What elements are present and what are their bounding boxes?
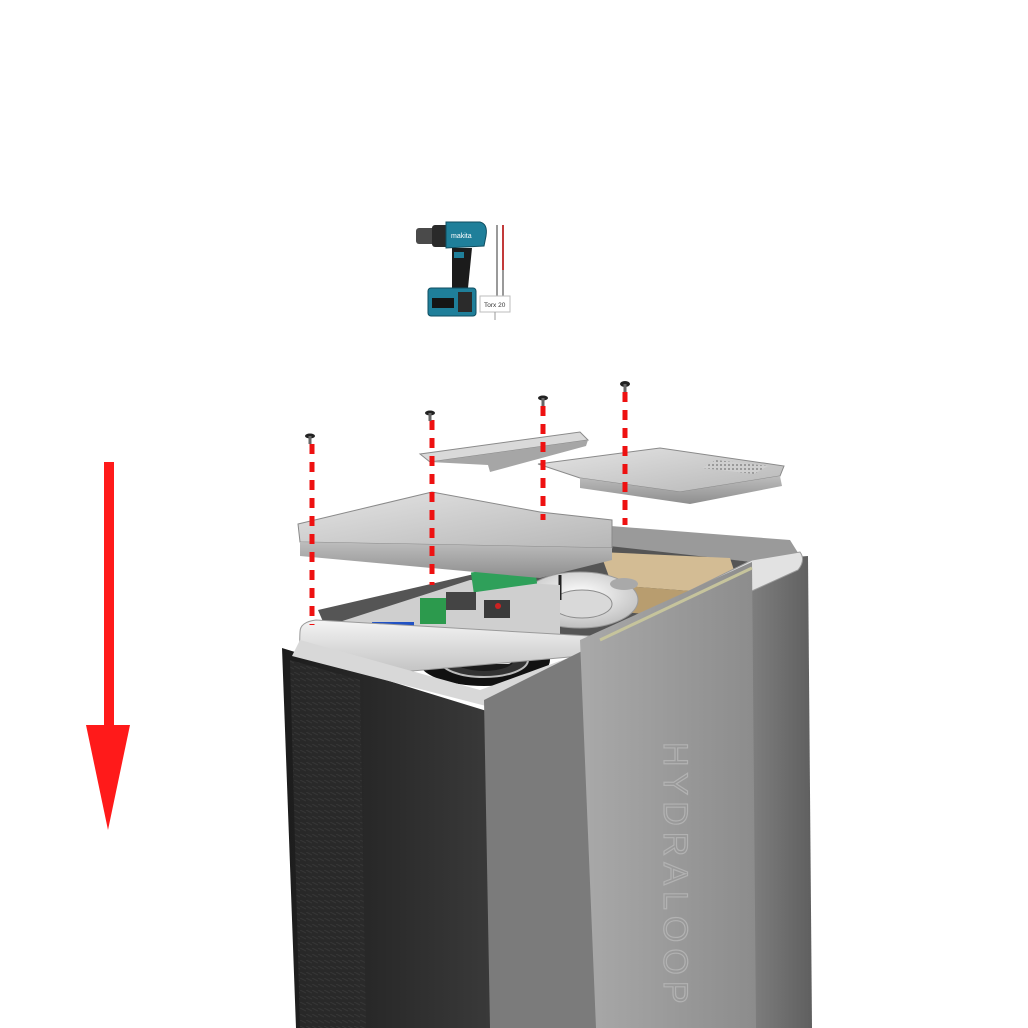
screw-guide-2 [425, 410, 435, 585]
brand-embossed-text: HYDRALOOP [656, 742, 694, 1010]
drill-tool-group: makita Torx 20 [416, 221, 511, 320]
screw-icon [425, 410, 435, 421]
torx-bit-icon: Torx 20 [479, 225, 511, 320]
screw-guide-3 [538, 395, 548, 520]
right-lid-panel [537, 447, 785, 504]
screw-guides [305, 381, 630, 625]
screw-guide-1 [305, 433, 315, 625]
screw-guide-4 [620, 381, 630, 525]
screw-icon [538, 395, 548, 406]
screw-icon [305, 433, 315, 444]
bit-label: Torx 20 [484, 302, 506, 309]
center-plate [418, 431, 590, 472]
screw-icon [620, 381, 630, 392]
vent-grille [702, 460, 768, 474]
down-arrow-icon [86, 462, 130, 830]
lid-panels [297, 431, 785, 578]
unit-housing: HYDRALOOP [282, 525, 812, 1028]
drill-brand-text: makita [451, 233, 472, 240]
cordless-drill-icon: makita [416, 221, 487, 317]
left-lid-panel [297, 491, 613, 578]
